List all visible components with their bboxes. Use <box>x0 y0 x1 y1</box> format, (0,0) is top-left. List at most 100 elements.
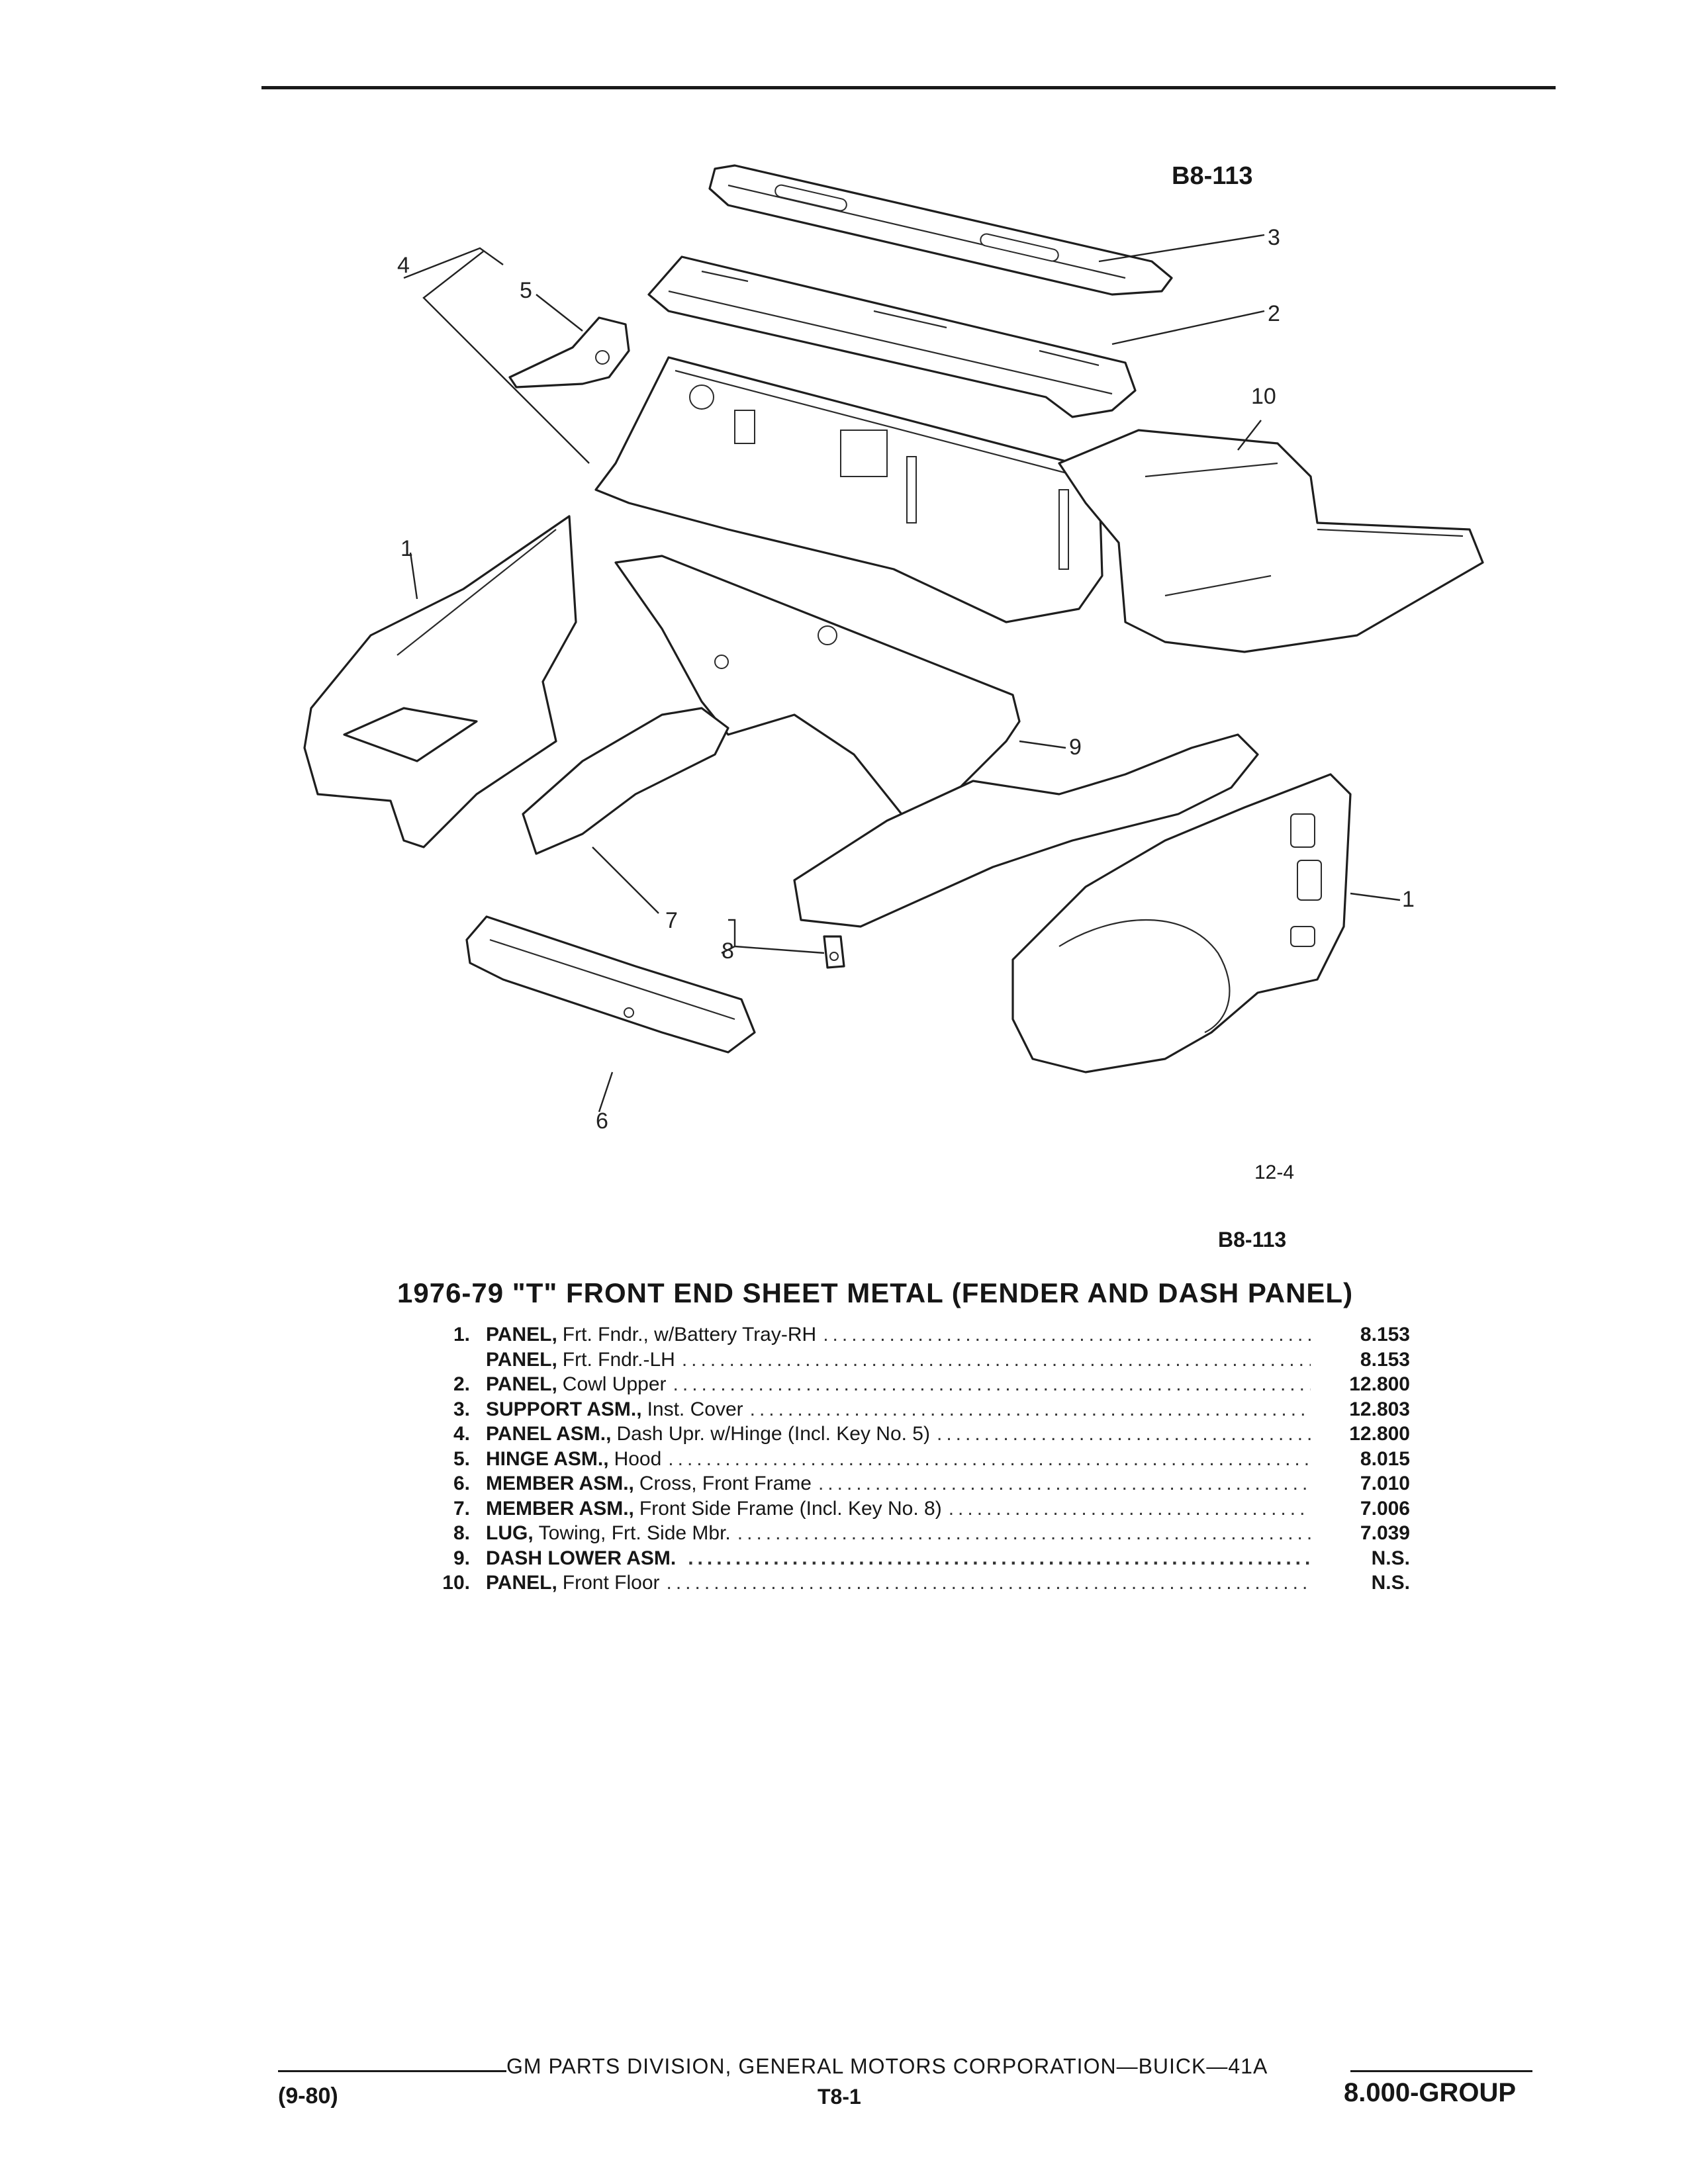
part-name: SUPPORT ASM., <box>486 1398 642 1420</box>
part-description: Frt. Fndr.-LH <box>562 1348 675 1371</box>
top-rule <box>261 86 1556 89</box>
part-name: HINGE ASM., <box>486 1447 609 1470</box>
parts-list-row: 3. SUPPORT ASM., Inst. Cover ...........… <box>410 1398 1410 1424</box>
footer-publisher: GM PARTS DIVISION, GENERAL MOTORS CORPOR… <box>506 2054 1268 2078</box>
parts-list-row: 2. PANEL, Cowl Upper ...................… <box>410 1373 1410 1398</box>
part-1-fender-rh <box>1011 773 1352 1073</box>
part-name: PANEL, <box>486 1348 557 1371</box>
part-3-support-asm <box>708 164 1173 296</box>
part-description: Front Side Frame (Incl. Key No. 8) <box>639 1497 942 1520</box>
parts-list-row: 6. MEMBER ASM., Cross, Front Frame .....… <box>410 1473 1410 1498</box>
group-number: 7.006 <box>1360 1497 1410 1520</box>
group-number: N.S. <box>1371 1547 1410 1569</box>
leader-dots: ........................................… <box>737 1522 1311 1544</box>
group-number: 12.800 <box>1349 1423 1410 1445</box>
part-2-cowl-upper-panel <box>647 255 1137 418</box>
part-number: 2. <box>453 1373 470 1395</box>
illustration-code: B8-113 <box>1172 162 1253 190</box>
leader-dots: ........................................… <box>668 1447 1311 1470</box>
part-number: 7. <box>453 1497 470 1520</box>
part-description: Towing, Frt. Side Mbr. <box>538 1522 731 1544</box>
leader-dots: ........................................… <box>936 1423 1311 1445</box>
part-number: 8. <box>453 1522 470 1544</box>
part-name: PANEL, <box>486 1373 557 1395</box>
part-name: MEMBER ASM., <box>486 1497 634 1520</box>
figure-page-ref: 12-4 <box>1254 1161 1295 1183</box>
leader-lines <box>403 234 1401 1113</box>
section-title: 1976-79 "T" FRONT END SHEET METAL (FENDE… <box>397 1277 1354 1308</box>
callout-3: 3 <box>1268 225 1280 250</box>
leader-dots: ........................................… <box>948 1497 1311 1520</box>
part-description: Hood <box>614 1447 662 1470</box>
parts-list-row: 1. PANEL, Frt. Fndr., w/Battery Tray-RH … <box>410 1324 1410 1349</box>
part-description: Front Floor <box>562 1572 660 1594</box>
part-4-dash-upper-panel <box>594 356 1103 623</box>
callout-1-right: 1 <box>1402 887 1415 912</box>
footer-rule-right <box>1350 2070 1532 2072</box>
part-7-front-side-frame-right <box>793 733 1259 928</box>
part-10-front-floor-panel <box>1058 429 1484 653</box>
group-number: 12.800 <box>1349 1373 1410 1395</box>
part-number: 4. <box>453 1423 470 1445</box>
footer-group: 8.000-GROUP <box>1344 2078 1517 2107</box>
callout-2: 2 <box>1268 301 1280 326</box>
part-number: 10. <box>442 1572 470 1594</box>
caption-code: B8-113 <box>1218 1228 1287 1251</box>
parts-list-row: 7. MEMBER ASM., Front Side Frame (Incl. … <box>410 1498 1410 1523</box>
parts-list: 1. PANEL, Frt. Fndr., w/Battery Tray-RH … <box>410 1324 1410 1597</box>
group-number: 8.015 <box>1360 1447 1410 1470</box>
leader-dots: ........................................… <box>749 1398 1311 1420</box>
part-name: LUG, <box>486 1522 534 1544</box>
leader-dots: ........................................… <box>681 1348 1311 1371</box>
group-number: 12.803 <box>1349 1398 1410 1420</box>
leader-dots: ........................................… <box>673 1373 1311 1395</box>
part-number: 9. <box>453 1547 470 1569</box>
part-name: DASH LOWER ASM. <box>486 1547 677 1569</box>
callout-9: 9 <box>1069 735 1082 760</box>
leader-dots: ........................................… <box>688 1547 1311 1569</box>
group-number: 8.153 <box>1360 1324 1410 1345</box>
part-7-front-side-frame-left <box>522 707 729 855</box>
callout-8: 8 <box>722 938 734 964</box>
part-number: 6. <box>453 1473 470 1494</box>
part-description: Cowl Upper <box>562 1373 667 1395</box>
part-8-towing-lug <box>823 935 845 969</box>
part-name: PANEL ASM., <box>486 1423 612 1445</box>
group-number: N.S. <box>1371 1572 1410 1594</box>
part-description: Inst. Cover <box>647 1398 743 1420</box>
group-number: 7.039 <box>1360 1522 1410 1544</box>
part-6-front-frame-cross-member <box>465 915 756 1054</box>
footer-rule-left <box>278 2070 506 2072</box>
parts-list-row: 8. LUG, Towing, Frt. Side Mbr. .........… <box>410 1522 1410 1547</box>
part-1-fender-lh <box>303 515 577 848</box>
callout-7: 7 <box>665 908 678 933</box>
exploded-view-diagram: 3 2 10 4 5 1 1 9 7 8 6 <box>303 164 1484 1134</box>
part-5-hinge <box>508 316 630 388</box>
part-name: PANEL, <box>486 1572 557 1594</box>
group-number: 8.153 <box>1360 1348 1410 1371</box>
leader-dots: ........................................… <box>666 1572 1311 1594</box>
part-description: Cross, Front Frame <box>639 1473 812 1494</box>
footer-date: (9-80) <box>278 2083 338 2109</box>
leader-dots: ........................................… <box>823 1324 1311 1345</box>
callout-10: 10 <box>1251 384 1276 409</box>
part-name: MEMBER ASM., <box>486 1473 634 1494</box>
parts-list-row: 4. PANEL ASM., Dash Upr. w/Hinge (Incl. … <box>410 1423 1410 1448</box>
parts-list-row: PANEL, Frt. Fndr.-LH ...................… <box>410 1349 1410 1374</box>
part-name: PANEL, <box>486 1324 557 1345</box>
part-description: Dash Upr. w/Hinge (Incl. Key No. 5) <box>616 1423 930 1445</box>
part-description: Frt. Fndr., w/Battery Tray-RH <box>562 1324 817 1345</box>
footer-page: T8-1 <box>818 2085 861 2109</box>
callout-5: 5 <box>520 278 532 303</box>
parts-list-row: 10. PANEL, Front Floor .................… <box>410 1572 1410 1597</box>
group-number: 7.010 <box>1360 1473 1410 1494</box>
part-number: 5. <box>453 1447 470 1470</box>
callout-4: 4 <box>397 253 410 278</box>
part-number: 1. <box>453 1324 470 1345</box>
callout-1-left: 1 <box>400 536 413 561</box>
part-number: 3. <box>453 1398 470 1420</box>
callout-6: 6 <box>596 1109 608 1134</box>
parts-list-row: 5. HINGE ASM., Hood ....................… <box>410 1448 1410 1473</box>
leader-dots: ........................................… <box>818 1473 1311 1494</box>
parts-list-row: 9. DASH LOWER ASM. .....................… <box>410 1547 1410 1572</box>
